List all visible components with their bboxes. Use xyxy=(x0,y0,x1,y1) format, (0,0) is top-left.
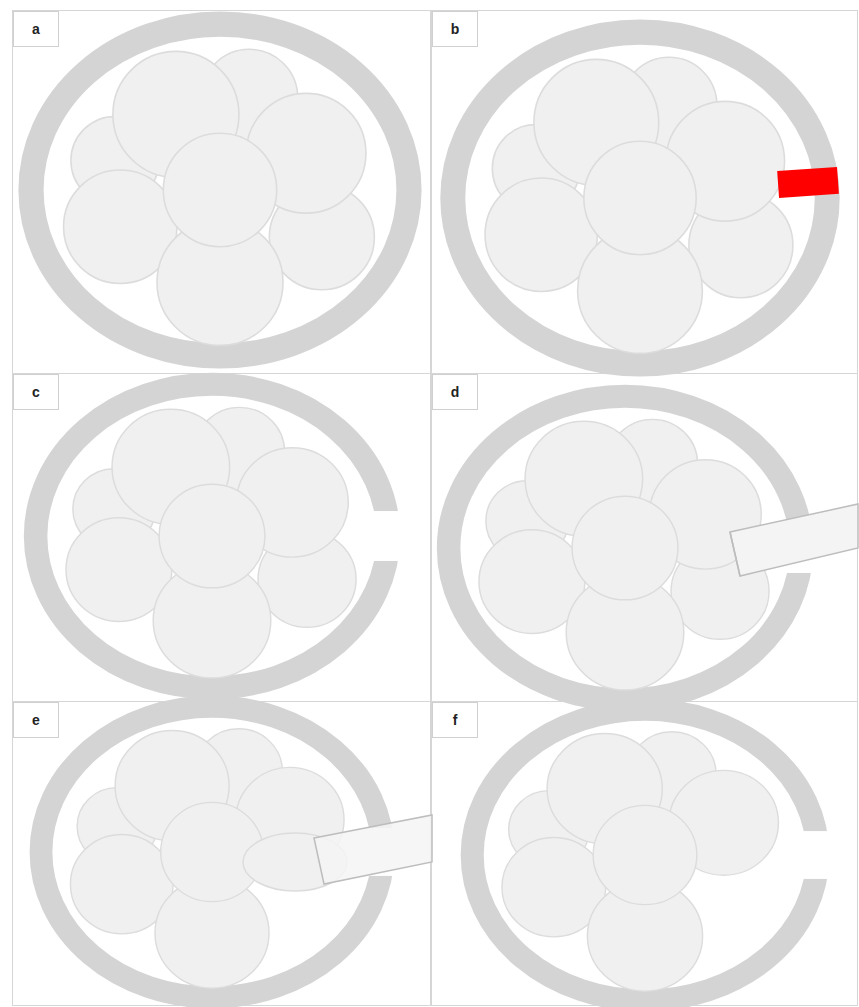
panel-letter-box: d xyxy=(432,374,478,410)
panel-letter: c xyxy=(32,384,40,400)
panel-letter-box: c xyxy=(13,374,59,410)
panel-letter-box: e xyxy=(13,702,59,738)
panel-letter: d xyxy=(451,384,460,400)
panel-letter: f xyxy=(453,712,458,728)
panel-letter: a xyxy=(32,21,40,37)
panel-letter-box: a xyxy=(13,11,59,47)
panel-letter-box: b xyxy=(432,11,478,47)
panel-letter-box: f xyxy=(432,702,478,738)
panel-letter: e xyxy=(32,712,40,728)
panel-letter: b xyxy=(451,21,460,37)
